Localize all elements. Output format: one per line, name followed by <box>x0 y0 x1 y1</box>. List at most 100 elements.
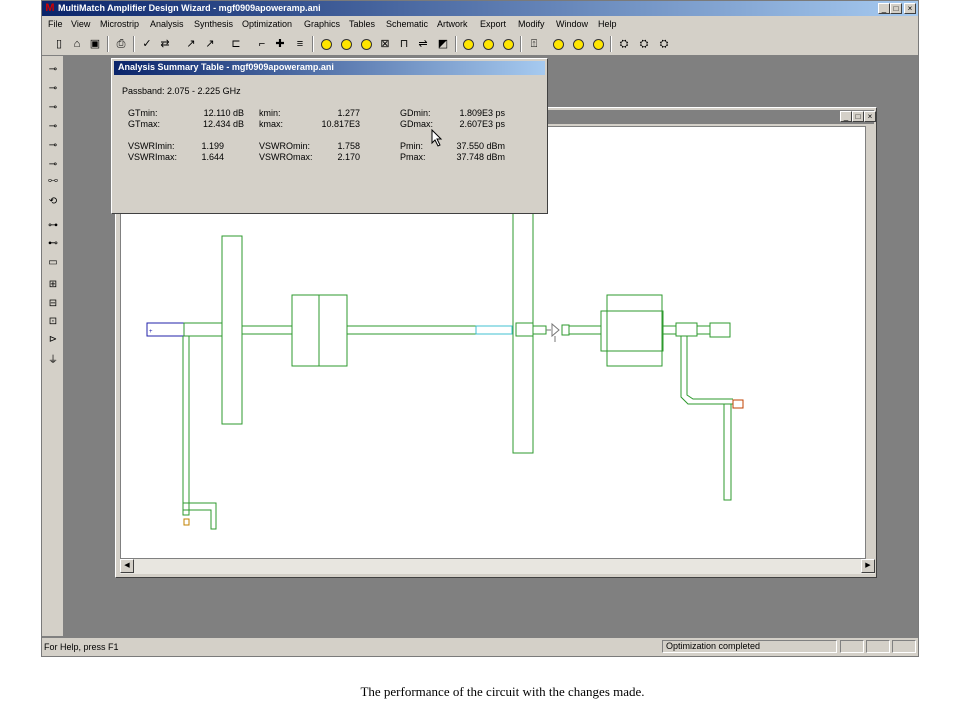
line-icon[interactable]: ⌐ <box>258 38 266 50</box>
pmax-value: 37.748 dBm <box>456 152 505 162</box>
main-toolbar: ▯ ⌂ ▣ ⎙ ✓ ⇄ ↗ ↗ ⊏ ⌐ ✚ ≡ ⊠ ⊓ ⇌ ◩ ⍐ ⛭ ⛭ ⛭ <box>42 32 918 56</box>
line-segment-6 <box>696 325 711 335</box>
gdmax-value: 2.607E3 ps <box>459 119 505 129</box>
shunt-line-icon[interactable]: ⊸ <box>48 121 58 132</box>
resistor-icon[interactable]: ▭ <box>48 257 58 268</box>
gain-icon[interactable] <box>570 36 586 52</box>
layout2-icon[interactable]: ⛭ <box>639 38 649 50</box>
close-button[interactable]: × <box>904 3 916 14</box>
pmin-label: Pmin: <box>400 141 424 151</box>
component-icon[interactable]: ⊓ <box>399 38 409 50</box>
capacitor-icon[interactable]: ⊶ <box>48 220 58 231</box>
toolbar-separator <box>107 36 109 52</box>
menu-view[interactable]: View <box>71 19 91 29</box>
open-stub-icon[interactable]: ⊸ <box>48 64 58 75</box>
swap-icon[interactable]: ⇌ <box>418 38 428 50</box>
layout1-icon[interactable]: ⛭ <box>619 38 629 50</box>
line-segment-5 <box>661 325 677 335</box>
b-icon[interactable] <box>500 36 516 52</box>
menu-synthesis[interactable]: Synthesis <box>194 19 234 29</box>
g-icon[interactable] <box>480 36 496 52</box>
menu-window[interactable]: Window <box>556 19 589 29</box>
vertical-scrollbar[interactable] <box>866 126 875 559</box>
save-icon[interactable]: ▣ <box>89 38 101 50</box>
device-icon[interactable]: ⊳ <box>48 334 58 345</box>
shunt-stub-icon[interactable]: ⊸ <box>48 140 58 151</box>
dot-icon[interactable]: ⊡ <box>48 316 58 327</box>
stability-icon[interactable] <box>358 36 374 52</box>
yellow-chart-icon[interactable]: ◩ <box>437 38 449 50</box>
inductor-icon[interactable]: ⊷ <box>48 238 58 249</box>
ground-icon[interactable]: ⏚ <box>48 355 58 366</box>
line-segment-1 <box>241 325 293 335</box>
status-pane-2 <box>840 640 864 653</box>
cross-icon[interactable]: ✚ <box>275 38 285 50</box>
smith-icon[interactable] <box>338 36 354 52</box>
status-help-text: For Help, press F1 <box>44 642 119 652</box>
open-icon[interactable]: ⌂ <box>73 38 81 50</box>
component-toolbar: ⊸ ⊸ ⊸ ⊸ ⊸ ⊸ ⧟ ⟲ ⊶ ⊷ ▭ ⊞ ⊟ ⊡ ⊳ ⏚ <box>42 56 64 636</box>
menu-file[interactable]: File <box>48 19 63 29</box>
a-icon[interactable]: ⍐ <box>530 38 538 50</box>
output-pad-1 <box>561 324 570 336</box>
tune-icon[interactable]: ⇄ <box>160 38 170 50</box>
bend-icon[interactable]: ⟲ <box>48 196 58 207</box>
scroll-right-button[interactable]: ▶ <box>861 559 875 573</box>
toolbar-separator <box>455 36 457 52</box>
optimize-icon[interactable]: ↗ <box>186 38 196 50</box>
circle-icon[interactable] <box>318 36 334 52</box>
window-title: MultiMatch Amplifier Design Wizard - mgf… <box>58 3 321 13</box>
output-pad-2 <box>675 322 698 337</box>
subtract-icon[interactable]: ⊟ <box>48 298 58 309</box>
restore-button[interactable]: □ <box>890 3 902 14</box>
new-icon[interactable]: ▯ <box>55 38 63 50</box>
menu-modify[interactable]: Modify <box>518 19 545 29</box>
bias-stub-left <box>182 336 190 504</box>
y-icon[interactable] <box>460 36 476 52</box>
schematic-minimize-button[interactable]: _ <box>840 111 852 122</box>
check-icon[interactable]: ✓ <box>142 38 152 50</box>
bias-line-right <box>723 403 732 501</box>
kmax-label: kmax: <box>259 119 284 129</box>
menu-bar: File View Microstrip Analysis Synthesis … <box>42 16 918 32</box>
dc-icon[interactable]: ⊏ <box>231 38 241 50</box>
add-icon[interactable]: ⊞ <box>48 279 58 290</box>
layout3-icon[interactable]: ⛭ <box>659 38 669 50</box>
figure-caption: The performance of the circuit with the … <box>360 684 645 699</box>
analysis-summary-window[interactable]: Analysis Summary Table - mgf0909apoweram… <box>111 58 548 214</box>
toolbar-separator <box>610 36 612 52</box>
menu-export[interactable]: Export <box>480 19 507 29</box>
bias-stub-right-2 <box>686 336 733 400</box>
scroll-left-button[interactable]: ◀ <box>120 559 134 573</box>
kmin-value: 1.277 <box>337 108 360 118</box>
minus-icon[interactable] <box>590 36 606 52</box>
vswromin-value: 1.758 <box>337 141 360 151</box>
series-line-icon[interactable]: ⊸ <box>48 102 58 113</box>
vswrimin-label: VSWRImin: <box>128 141 175 151</box>
gdmin-label: GDmin: <box>400 108 431 118</box>
print-icon[interactable]: ⎙ <box>116 38 126 50</box>
menu-tables[interactable]: Tables <box>349 19 376 29</box>
device-pad <box>515 322 534 337</box>
short-stub-icon[interactable]: ⊸ <box>48 83 58 94</box>
coupler-icon[interactable]: ⧟ <box>48 175 58 186</box>
summary-title: Analysis Summary Table - mgf0909apoweram… <box>118 62 334 72</box>
menu-microstrip[interactable]: Microstrip <box>100 19 140 29</box>
block-1a <box>291 294 320 367</box>
menu-artwork[interactable]: Artwork <box>437 19 468 29</box>
optimize2-icon[interactable]: ↗ <box>205 38 215 50</box>
menu-help[interactable]: Help <box>598 19 617 29</box>
schematic-close-button[interactable]: × <box>864 111 876 122</box>
gtmin-label: GTmin: <box>128 108 158 118</box>
text-icon[interactable]: ≡ <box>296 38 304 50</box>
series-stub-icon[interactable]: ⊸ <box>48 159 58 170</box>
minimize-button[interactable]: _ <box>878 3 890 14</box>
menu-analysis[interactable]: Analysis <box>150 19 184 29</box>
menu-optimization[interactable]: Optimization <box>242 19 293 29</box>
schematic-restore-button[interactable]: □ <box>852 111 864 122</box>
menu-graphics[interactable]: Graphics <box>304 19 341 29</box>
grid-icon[interactable]: ⊠ <box>380 38 390 50</box>
horizontal-scrollbar[interactable]: ◀ ▶ <box>120 559 875 574</box>
menu-schematic[interactable]: Schematic <box>386 19 429 29</box>
noise-icon[interactable] <box>550 36 566 52</box>
